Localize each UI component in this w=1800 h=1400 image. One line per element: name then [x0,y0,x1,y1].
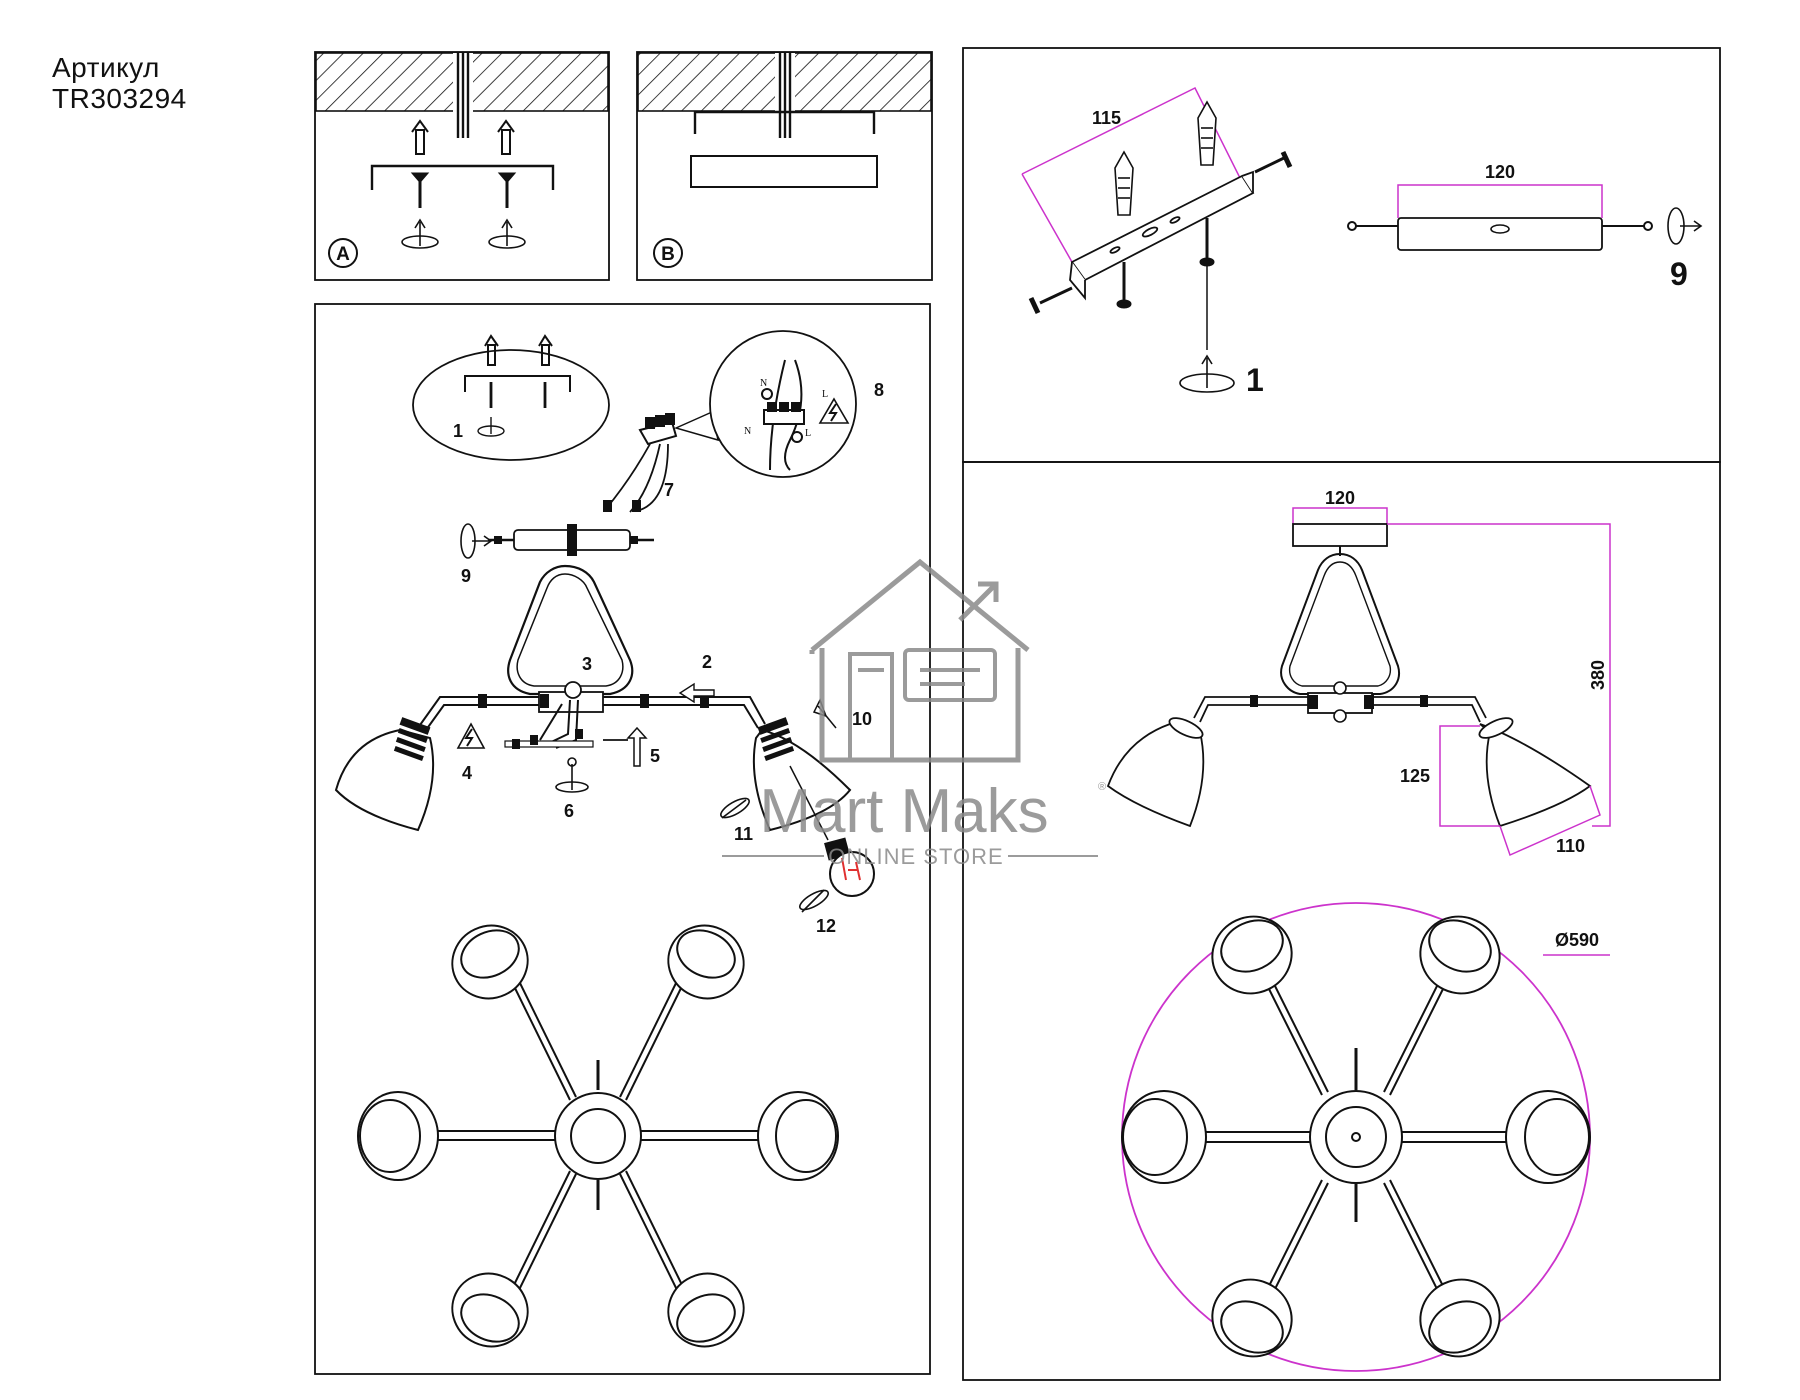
step-12-label: 12 [816,916,836,936]
canopy-side-view [1397,217,1603,251]
shade-front-left [1106,717,1205,828]
step-2-label: 2 [702,652,712,672]
bracket-detail-bubble [412,349,610,461]
dim-shade-width-label: 110 [1556,836,1585,856]
step-9-bracket-label: 9 [1670,256,1688,292]
step-11-label: 11 [734,824,753,844]
shade-top-2 [667,924,745,1000]
dim-canopy-label: 120 [1325,488,1355,508]
wall-plug-icon [411,119,515,155]
panel-bracket: 115 1 120 [962,47,1721,463]
screw-icon [410,172,517,208]
watermark-sub: ONLINE STORE [828,844,1003,869]
badge-a-label: A [336,244,350,265]
lamp-frame [507,564,634,696]
shade-top-3 [357,1091,439,1181]
badge-a [328,238,358,268]
dim-line-125 [1439,725,1500,827]
shade-top-6 [667,1272,745,1348]
canopy-front [1292,523,1388,547]
dim-115-label: 115 [1092,108,1121,128]
dim-line-380 [1387,523,1611,827]
shade-top-dim-3 [1121,1090,1207,1184]
panel-dimensions: 120 380 125 110 Ø590 [962,461,1721,1381]
hazard-icon [456,722,486,749]
lamp-frame-front [1280,552,1400,695]
rotate-arrow-icon [799,889,829,913]
house-logo-icon [809,558,1030,763]
wire-neutral-bottom: N [744,426,751,437]
step-5-label: 5 [650,746,660,766]
shade-left [334,717,435,832]
dim-shade-height-label: 125 [1400,766,1430,786]
article-label: Артикул [52,52,160,83]
panel-assembly: 1 N L N L 8 7 [314,303,931,1375]
rotate-arrow-icon [460,523,493,559]
shade-top-dim-2 [1419,915,1501,995]
dim-line-110 [1499,785,1601,857]
step-6-label: 6 [564,801,574,821]
wire-live-top: L [822,389,828,400]
rotate-arrow-icon [401,218,526,249]
canopy-plate [690,155,878,188]
step-1-bracket-label: 1 [1246,362,1264,398]
lamp-arms-front [1193,696,1487,723]
shade-top-dim-4 [1505,1090,1591,1184]
bracket-3d [1069,170,1255,301]
dim-plate-label: 120 [1485,162,1515,182]
dim-line-canopy-120 [1292,507,1388,524]
shade-top-5 [451,1272,529,1348]
dim-line-plate-120 [1397,184,1603,218]
wire-neutral-top: N [760,378,767,389]
rotate-arrow-icon [1667,207,1703,245]
shade-top-4 [757,1091,839,1181]
chandelier-top-view-dim [1121,915,1591,1358]
step-7-label: 7 [664,480,674,500]
watermark-brand: Mart Maks [759,777,1048,846]
watermark-reg: ® [1098,781,1106,793]
wall-plug-icon [1114,100,1217,216]
shade-front-right [1478,717,1592,828]
rotate-arrow-icon [1179,354,1235,393]
rotate-arrow-icon [720,797,750,819]
step-1-label: 1 [453,421,463,441]
dim-height-label: 380 [1588,660,1608,690]
side-screw-icon [1347,221,1653,231]
shade-top-dim-5 [1211,1278,1293,1358]
supply-wires-b [778,53,792,138]
rotate-arrow-icon [555,757,589,793]
chandelier-top-view [357,924,839,1348]
hazard-icon [818,397,850,424]
watermark: Mart Maks ® ONLINE STORE [722,558,1106,869]
mounting-bracket [370,164,555,190]
article-number: TR303294 [52,83,187,114]
wire-live-bottom: L [805,428,811,439]
mounted-bracket [693,110,876,134]
shade-right [752,717,852,841]
lamp-arms [419,696,766,731]
supply-wires-a [456,53,470,138]
dim-diameter-label: Ø590 [1555,930,1599,950]
step-3-label: 3 [582,654,592,674]
side-screw-icon [1028,150,1293,315]
shade-top-dim-6 [1419,1278,1501,1358]
terminal-block [638,413,678,446]
panel-b: B [636,51,933,281]
article-block: Артикул TR303294 [52,52,187,114]
step-10-label: 10 [852,709,872,729]
bulb [824,837,875,897]
shade-top-1 [451,924,529,1000]
dim-line-115 [1021,86,1247,263]
step-8-label: 8 [874,380,884,400]
step-4-label: 4 [462,763,472,783]
shade-top-dim-1 [1211,915,1293,995]
badge-b-label: B [661,244,675,265]
badge-b [653,238,683,268]
panel-a: A [314,51,610,281]
step-9-label: 9 [461,566,471,586]
